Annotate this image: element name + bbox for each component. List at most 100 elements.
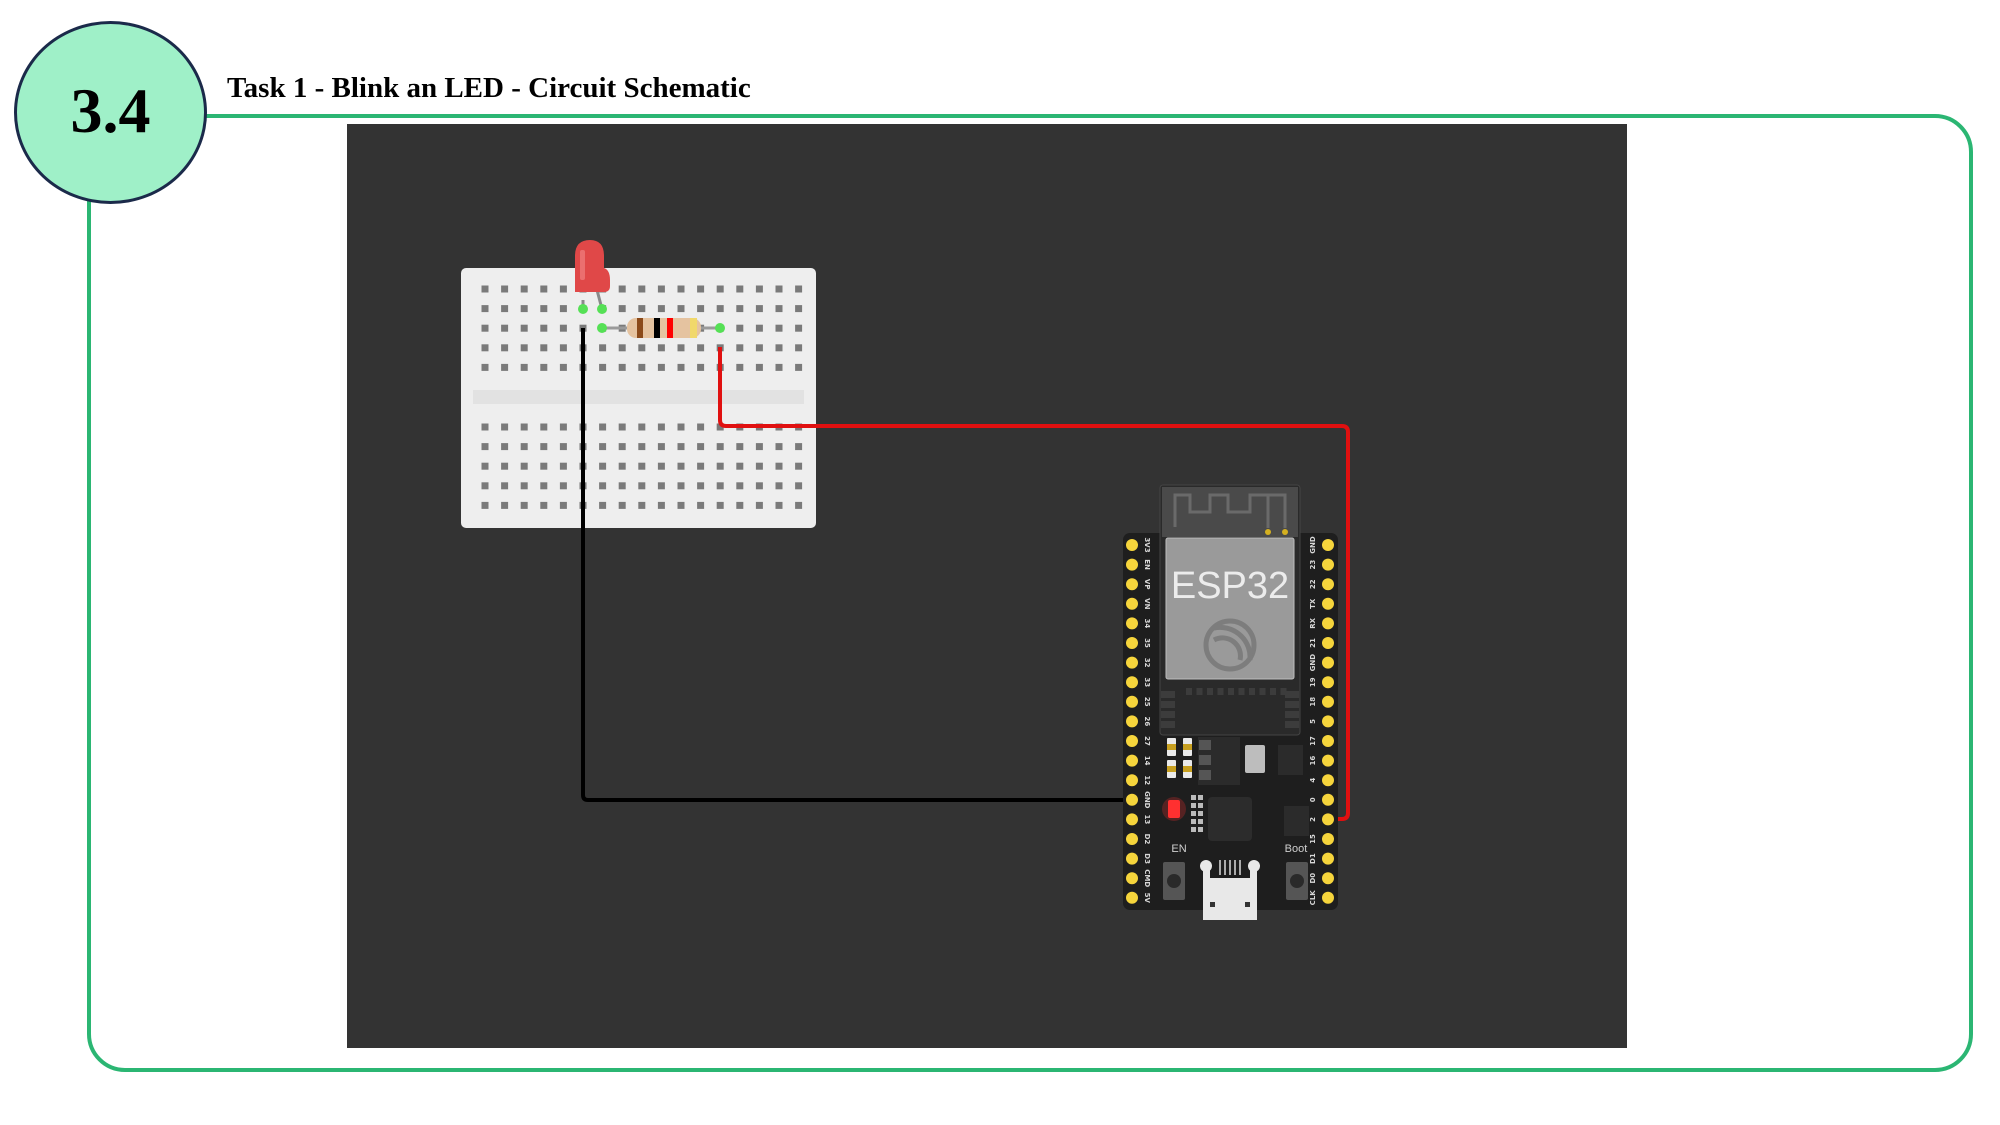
breadboard-hole[interactable]	[638, 501, 646, 509]
breadboard-hole[interactable]	[559, 363, 567, 371]
boot-button-icon[interactable]	[1290, 874, 1304, 888]
breadboard-hole[interactable]	[638, 344, 646, 352]
breadboard-hole[interactable]	[618, 501, 626, 509]
breadboard-hole[interactable]	[736, 285, 744, 293]
breadboard-hole[interactable]	[657, 363, 665, 371]
breadboard-hole[interactable]	[775, 482, 783, 490]
breadboard-hole[interactable]	[559, 462, 567, 470]
breadboard-hole[interactable]	[599, 344, 607, 352]
breadboard-hole[interactable]	[638, 363, 646, 371]
pin-23[interactable]	[1322, 558, 1334, 571]
breadboard-hole[interactable]	[795, 305, 803, 313]
pin-clk[interactable]	[1322, 891, 1334, 904]
breadboard-hole[interactable]	[755, 363, 763, 371]
breadboard-hole[interactable]	[618, 344, 626, 352]
breadboard-hole[interactable]	[501, 344, 509, 352]
breadboard-hole[interactable]	[697, 501, 705, 509]
pin-d3[interactable]	[1126, 852, 1138, 865]
pin-18[interactable]	[1322, 695, 1334, 708]
pin-12[interactable]	[1126, 774, 1138, 787]
breadboard-hole[interactable]	[775, 462, 783, 470]
pin-35[interactable]	[1126, 637, 1138, 649]
breadboard-hole[interactable]	[559, 423, 567, 431]
resistor[interactable]	[597, 318, 725, 338]
breadboard-hole[interactable]	[540, 423, 548, 431]
breadboard-hole[interactable]	[520, 482, 528, 490]
breadboard-hole[interactable]	[657, 423, 665, 431]
breadboard-hole[interactable]	[638, 285, 646, 293]
breadboard-hole[interactable]	[481, 344, 489, 352]
breadboard-hole[interactable]	[638, 423, 646, 431]
breadboard-hole[interactable]	[638, 482, 646, 490]
pin-vn[interactable]	[1126, 597, 1138, 610]
boot-button[interactable]	[1286, 862, 1308, 900]
breadboard-hole[interactable]	[657, 344, 665, 352]
breadboard-hole[interactable]	[755, 462, 763, 470]
led[interactable]	[575, 240, 610, 314]
breadboard-hole[interactable]	[599, 363, 607, 371]
breadboard-hole[interactable]	[657, 482, 665, 490]
breadboard-hole[interactable]	[520, 443, 528, 451]
breadboard-hole[interactable]	[697, 443, 705, 451]
breadboard-hole[interactable]	[697, 305, 705, 313]
pin-4[interactable]	[1322, 774, 1334, 787]
breadboard-hole[interactable]	[677, 462, 685, 470]
pin-19[interactable]	[1322, 676, 1334, 689]
breadboard-hole[interactable]	[677, 285, 685, 293]
breadboard-hole[interactable]	[736, 305, 744, 313]
breadboard-hole[interactable]	[520, 501, 528, 509]
breadboard-hole[interactable]	[540, 305, 548, 313]
breadboard-hole[interactable]	[520, 305, 528, 313]
breadboard-hole[interactable]	[716, 501, 724, 509]
pin-gnd[interactable]	[1322, 656, 1334, 669]
breadboard-hole[interactable]	[657, 443, 665, 451]
pin-33[interactable]	[1126, 676, 1138, 689]
breadboard-hole[interactable]	[795, 501, 803, 509]
breadboard-hole[interactable]	[559, 324, 567, 332]
pin-vp[interactable]	[1126, 578, 1138, 591]
breadboard-hole[interactable]	[481, 324, 489, 332]
breadboard-hole[interactable]	[775, 324, 783, 332]
breadboard-hole[interactable]	[677, 363, 685, 371]
pin-34[interactable]	[1126, 617, 1138, 630]
breadboard-hole[interactable]	[618, 482, 626, 490]
breadboard-hole[interactable]	[618, 363, 626, 371]
breadboard-hole[interactable]	[481, 501, 489, 509]
pin-17[interactable]	[1322, 735, 1334, 747]
breadboard-hole[interactable]	[501, 462, 509, 470]
pin-32[interactable]	[1126, 656, 1138, 669]
breadboard-hole[interactable]	[677, 482, 685, 490]
breadboard-hole[interactable]	[755, 443, 763, 451]
pin-d1[interactable]	[1322, 852, 1334, 865]
breadboard-hole[interactable]	[736, 443, 744, 451]
breadboard-hole[interactable]	[657, 305, 665, 313]
breadboard-hole[interactable]	[697, 344, 705, 352]
breadboard-hole[interactable]	[677, 344, 685, 352]
breadboard-hole[interactable]	[736, 462, 744, 470]
pin-5[interactable]	[1322, 715, 1334, 728]
en-button-icon[interactable]	[1167, 874, 1181, 888]
pin-gnd[interactable]	[1126, 793, 1138, 806]
breadboard-hole[interactable]	[716, 462, 724, 470]
breadboard-hole[interactable]	[716, 285, 724, 293]
breadboard-hole[interactable]	[599, 423, 607, 431]
breadboard-hole[interactable]	[540, 363, 548, 371]
breadboard-hole[interactable]	[755, 482, 763, 490]
breadboard-hole[interactable]	[736, 482, 744, 490]
breadboard-hole[interactable]	[795, 482, 803, 490]
pin-en[interactable]	[1126, 558, 1138, 571]
breadboard-hole[interactable]	[618, 285, 626, 293]
breadboard-hole[interactable]	[697, 423, 705, 431]
breadboard-hole[interactable]	[501, 423, 509, 431]
breadboard-hole[interactable]	[677, 443, 685, 451]
breadboard-hole[interactable]	[775, 285, 783, 293]
breadboard-hole[interactable]	[697, 285, 705, 293]
pin-d2[interactable]	[1126, 833, 1138, 845]
pin-26[interactable]	[1126, 715, 1138, 728]
breadboard-hole[interactable]	[540, 344, 548, 352]
breadboard-hole[interactable]	[599, 482, 607, 490]
breadboard-hole[interactable]	[755, 501, 763, 509]
pin-d0[interactable]	[1322, 872, 1334, 885]
pin-cmd[interactable]	[1126, 872, 1138, 885]
breadboard-hole[interactable]	[736, 344, 744, 352]
